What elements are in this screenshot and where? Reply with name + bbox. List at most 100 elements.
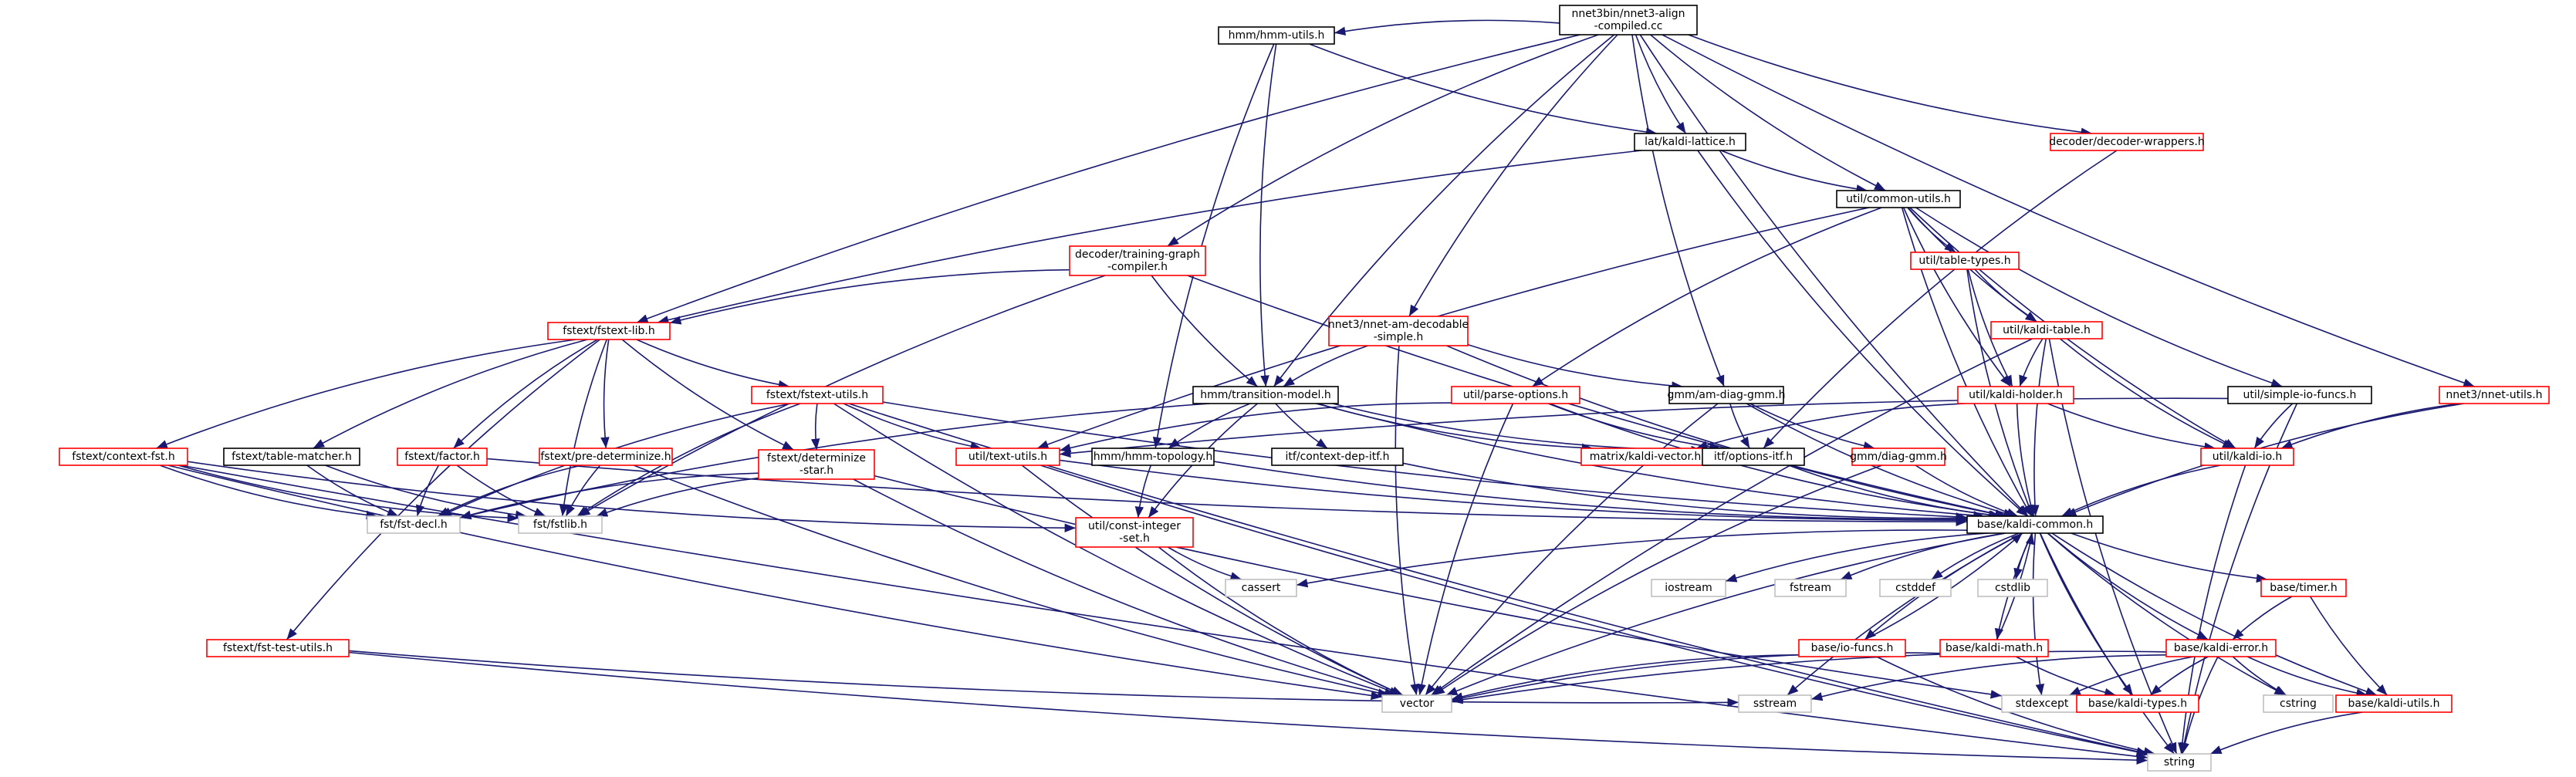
edge-fstext_utils-to-kaldi_common (882, 401, 1968, 522)
edge-nnet_utils-to-kaldi_io (2280, 403, 2461, 449)
edge-simple_io_funcs-to-kaldi_io (2253, 403, 2294, 449)
node-box (1271, 448, 1404, 466)
node-label: cstring (2280, 698, 2317, 710)
node-context-dep-itf[interactable]: itf/context-dep-itf.h (1271, 448, 1404, 466)
edge-determinize_star-to-fstlib (596, 477, 759, 517)
node-box (2227, 386, 2372, 404)
node-kaldi-math[interactable]: base/kaldi-math.h (1939, 639, 2049, 657)
node-nnet-utils[interactable]: nnet3/nnet-utils.h (2439, 386, 2550, 404)
node-box (1091, 448, 1215, 466)
edge-common_utils-to-kaldi_common (1901, 207, 2033, 517)
node-label: decoder/decoder-wrappers.h (2049, 136, 2204, 148)
edge-kaldi_common-to-cstring (2047, 532, 2287, 696)
node-simple-io-funcs[interactable]: util/simple-io-funcs.h (2227, 386, 2372, 404)
node-nnet-am-decodable[interactable]: nnet3/nnet-am-decodable-simple.h (1328, 316, 1469, 346)
node-box (539, 448, 673, 466)
node-kaldi-io[interactable]: util/kaldi-io.h (2200, 448, 2294, 466)
node-determinize-star[interactable]: fstext/determinize-star.h (758, 449, 875, 480)
node-fstext-utils[interactable]: fstext/fstext-utils.h (751, 386, 884, 404)
node-label: hmm/hmm-topology.h (1094, 451, 1213, 463)
edge-nnet_am_decodable-to-transition_model (1283, 345, 1368, 387)
edge-const_integer_set-to-vector (1158, 546, 1404, 696)
node-label: base/io-funcs.h (1811, 642, 1894, 654)
node-fstext-lib[interactable]: fstext/fstext-lib.h (547, 322, 671, 340)
node-const-integer-set[interactable]: util/const-integer-set.h (1075, 517, 1194, 548)
node-transition-model[interactable]: hmm/transition-model.h (1192, 386, 1339, 404)
node-parse-options[interactable]: util/parse-options.h (1451, 386, 1580, 404)
node-box (2147, 753, 2212, 772)
node-label: util/kaldi-io.h (2213, 451, 2283, 463)
node-fstlib: fst/fstlib.h (518, 515, 603, 534)
node-am-diag-gmm[interactable]: gmm/am-diag-gmm.h (1668, 386, 1786, 404)
node-options-itf[interactable]: itf/options-itf.h (1702, 448, 1805, 466)
node-box (223, 448, 360, 466)
node-label: fstext/fst-test-utils.h (223, 642, 333, 654)
edge-transition_model-to-hmm_topology (1168, 403, 1251, 449)
edge-diag_gmm-to-kaldi_common (1915, 465, 2019, 517)
edge-options_itf-to-kaldi_common (1788, 465, 2000, 520)
node-kaldi-holder[interactable]: util/kaldi-holder.h (1957, 386, 2074, 404)
node-fstream: fstream (1774, 579, 1847, 597)
node-kaldi-table[interactable]: util/kaldi-table.h (1990, 321, 2103, 340)
node-label: -compiler.h (1107, 261, 1168, 273)
edge-common_utils-to-kaldi_holder (1902, 207, 2012, 387)
node-label: util/parse-options.h (1463, 389, 1568, 401)
node-box (2050, 133, 2204, 151)
edge-context_fst-to-vector (167, 465, 1383, 701)
edge-kaldi_error-to-cstring (2232, 656, 2287, 696)
edge-timer-to-kaldi_error (2232, 596, 2293, 640)
node-kaldi-vector[interactable]: matrix/kaldi-vector.h (1580, 448, 1710, 466)
node-stdexcept: stdexcept (2001, 694, 2083, 713)
node-table-types[interactable]: util/table-types.h (1910, 252, 2020, 270)
node-hmm-topology[interactable]: hmm/hmm-topology.h (1091, 448, 1215, 466)
node-pre-determinize[interactable]: fstext/pre-determinize.h (539, 448, 673, 466)
node-box (1798, 639, 1906, 657)
node-cstddef: cstddef (1879, 579, 1952, 597)
edge-text_utils-to-string (1040, 465, 2148, 757)
node-fst-test-utils[interactable]: fstext/fst-test-utils.h (206, 639, 350, 657)
edge-kaldi_table-to-kaldi_holder (2019, 338, 2044, 387)
node-box (1651, 579, 1726, 597)
node-box (2076, 694, 2199, 713)
node-training-graph[interactable]: decoder/training-graph-compiler.h (1069, 245, 1206, 276)
edge-text_utils-to-kaldi_common (1059, 459, 1968, 525)
node-decoder-wrappers[interactable]: decoder/decoder-wrappers.h (2049, 133, 2205, 151)
node-label: decoder/training-graph (1075, 248, 1200, 261)
edge-context_fst-to-string (180, 465, 2148, 761)
node-kaldi-error[interactable]: base/kaldi-error.h (2165, 639, 2277, 657)
node-text-utils[interactable]: util/text-utils.h (955, 448, 1060, 466)
node-kaldi-utils[interactable]: base/kaldi-utils.h (2335, 694, 2453, 713)
node-lat-kaldi-lattice[interactable]: lat/kaldi-lattice.h (1634, 133, 1746, 151)
edge-const_integer_set-to-cassert (1167, 546, 1242, 581)
node-box (1559, 5, 1698, 35)
edge-table_types-to-kaldi_table (1974, 269, 2037, 323)
edge-hmm_topology-to-const_integer_set (1134, 465, 1152, 519)
edge-hmm_utils-to-lat_kaldi_lattice (1309, 43, 1658, 137)
node-label: -star.h (800, 465, 833, 477)
node-box (751, 386, 884, 404)
node-box (547, 322, 671, 340)
edge-nnet_am_decodable-to-vector (1394, 345, 1419, 696)
node-common-utils[interactable]: util/common-utils.h (1836, 190, 1961, 208)
edge-root-to-hmm_utils (1334, 19, 1560, 36)
edge-fstext_lib-to-determinize_star (621, 339, 794, 451)
node-diag-gmm[interactable]: gmm/diag-gmm.h (1850, 448, 1947, 466)
node-factor[interactable]: fstext/factor.h (397, 448, 488, 466)
node-box (59, 448, 188, 466)
node-box (2263, 694, 2334, 713)
edge-pre_determinize-to-fst_decl (437, 465, 583, 517)
edge-common_utils-to-parse_options (1532, 207, 1882, 387)
node-hmm-utils[interactable]: hmm/hmm-utils.h (1218, 26, 1335, 45)
node-timer[interactable]: base/timer.h (2260, 579, 2347, 597)
node-table-matcher[interactable]: fstext/table-matcher.h (223, 448, 360, 466)
edge-table_matcher-to-fstlib (325, 465, 527, 519)
node-label: gmm/am-diag-gmm.h (1668, 389, 1786, 401)
node-kaldi-types[interactable]: base/kaldi-types.h (2076, 694, 2199, 713)
edge-root-to-lat_kaldi_lattice (1635, 34, 1687, 134)
node-root[interactable]: nnet3bin/nnet3-align-compiled.cc (1559, 5, 1698, 35)
node-io-funcs[interactable]: base/io-funcs.h (1798, 639, 1906, 657)
edge-root-to-nnet_am_decodable (1408, 34, 1618, 317)
node-cassert: cassert (1225, 579, 1297, 597)
node-kaldi-common[interactable]: base/kaldi-common.h (1966, 515, 2104, 534)
node-context-fst[interactable]: fstext/context-fst.h (59, 448, 188, 466)
